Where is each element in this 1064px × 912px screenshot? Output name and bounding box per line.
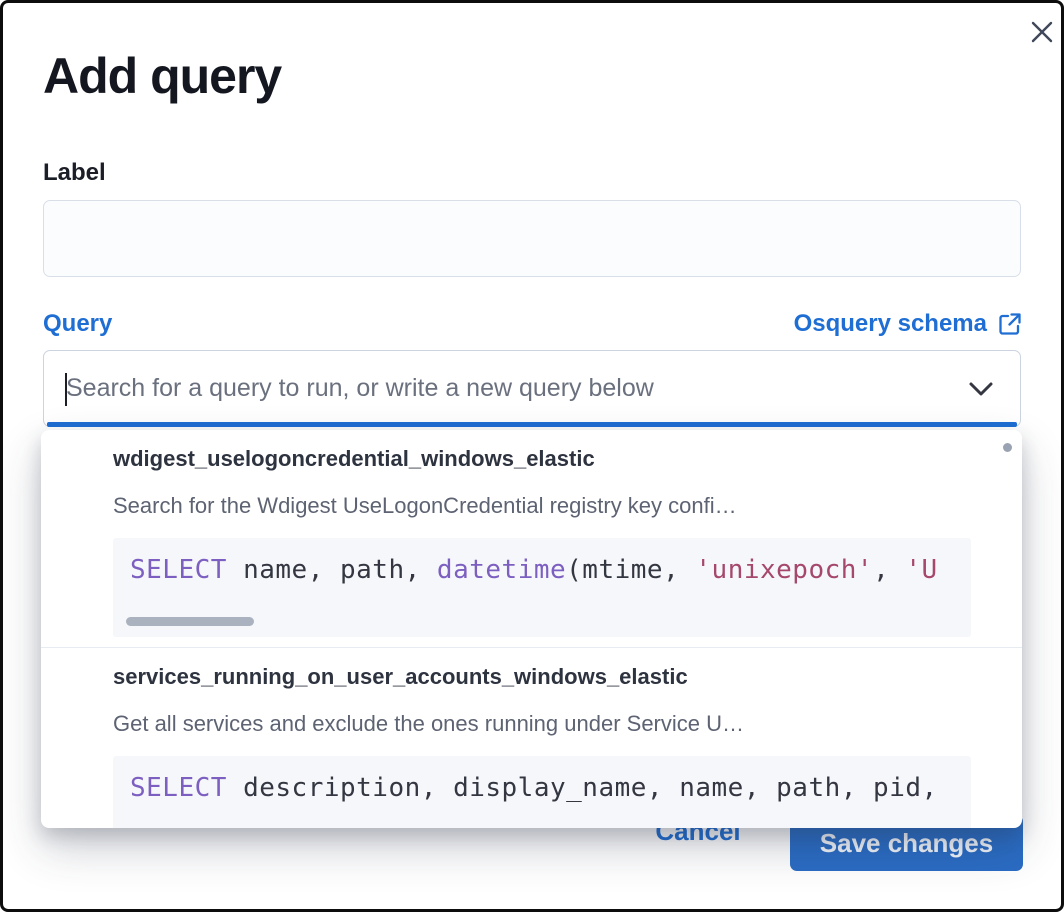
query-option-description: Search for the Wdigest UseLogonCredentia… — [113, 493, 737, 518]
query-search-input[interactable] — [66, 351, 926, 426]
horizontal-scrollbar-thumb[interactable] — [126, 617, 254, 626]
sql-code-line: SELECT description, display_name, name, … — [130, 773, 938, 803]
query-suggestions-list: wdigest_uselogoncredential_windows_elast… — [41, 430, 1022, 828]
label-input[interactable] — [43, 200, 1021, 277]
chevron-down-icon[interactable] — [964, 375, 998, 403]
list-divider — [41, 647, 1022, 648]
sql-code-line: SELECT name, path, datetime(mtime, 'unix… — [130, 555, 938, 585]
query-option[interactable]: wdigest_uselogoncredential_windows_elast… — [41, 430, 1022, 647]
query-combobox[interactable] — [43, 350, 1021, 427]
query-option-title: wdigest_uselogoncredential_windows_elast… — [113, 446, 595, 471]
vertical-scrollbar-thumb[interactable] — [1003, 443, 1012, 452]
close-button[interactable] — [1020, 11, 1061, 55]
close-icon — [1031, 21, 1053, 42]
query-code-preview: SELECT name, path, datetime(mtime, 'unix… — [113, 538, 971, 637]
query-option[interactable]: services_running_on_user_accounts_window… — [41, 648, 1022, 828]
external-link-icon — [999, 313, 1021, 335]
query-option-title: services_running_on_user_accounts_window… — [113, 664, 688, 689]
query-option-description: Get all services and exclude the ones ru… — [113, 711, 745, 736]
label-field-label: Label — [43, 159, 106, 186]
query-suggestions-panel: wdigest_uselogoncredential_windows_elast… — [41, 430, 1022, 828]
osquery-schema-link[interactable]: Osquery schema — [794, 310, 1023, 338]
text-cursor — [65, 373, 67, 406]
query-code-preview: SELECT description, display_name, name, … — [113, 756, 971, 828]
osquery-schema-link-label: Osquery schema — [793, 310, 987, 337]
focus-underline — [47, 422, 1017, 427]
query-field-label: Query — [43, 310, 113, 337]
modal-title: Add query — [43, 48, 282, 104]
